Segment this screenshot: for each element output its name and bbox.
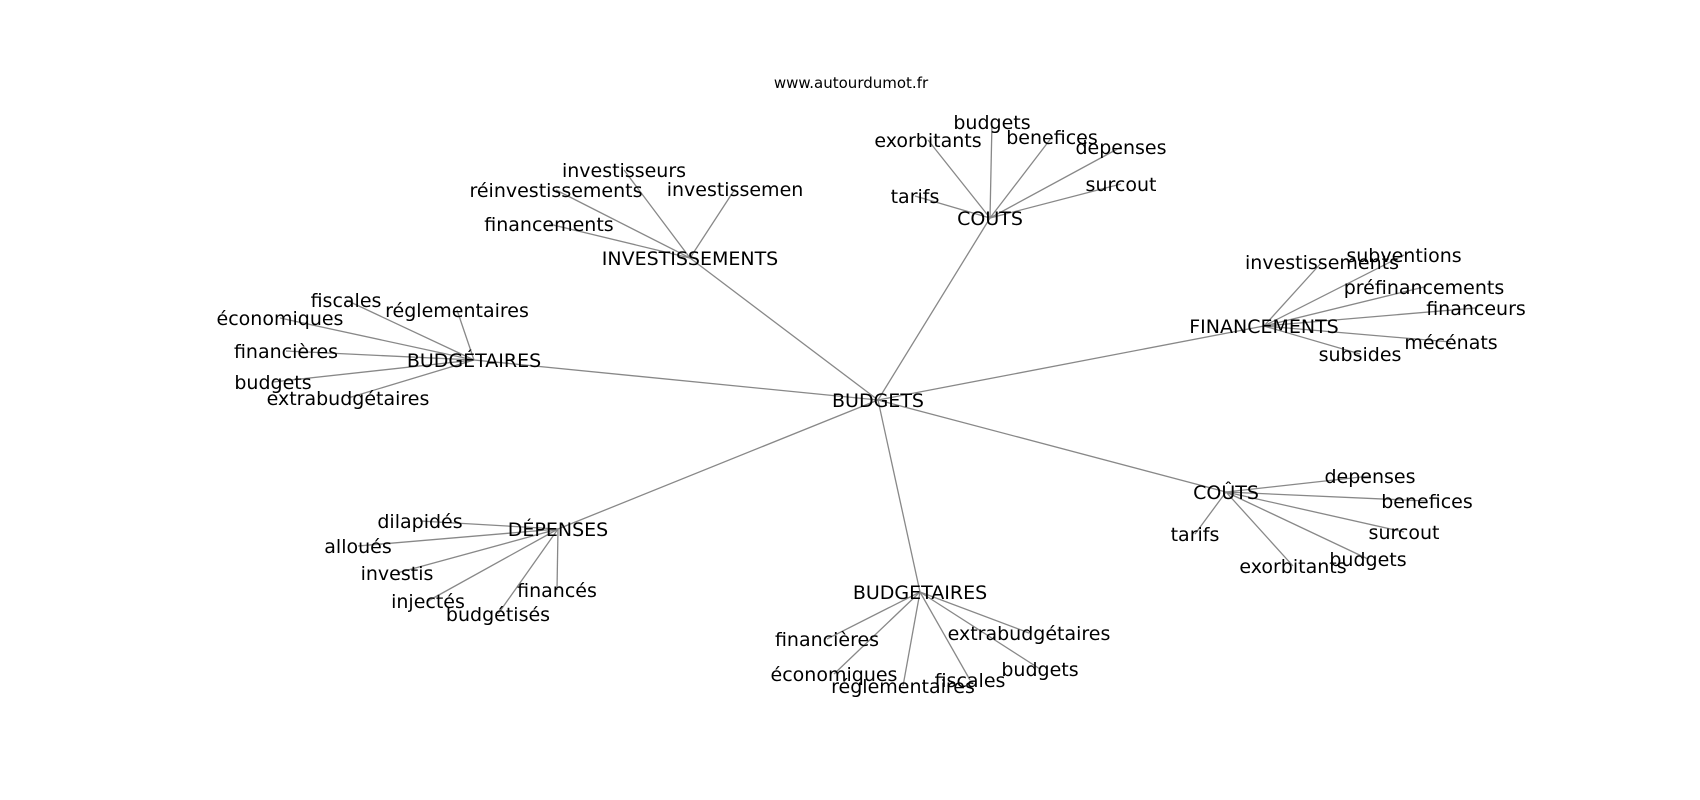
edge-budgetaires-accent-leaf-2 — [279, 317, 475, 361]
leaf-node: subventions — [1346, 245, 1461, 267]
edge-couts-accent-leaf-1 — [1225, 491, 1428, 502]
leaf-node: financières — [234, 341, 338, 363]
hub-node-depenses: DÉPENSES — [508, 518, 608, 541]
graph-labels: BUDGETSCOUTSexorbitantsbudgetsbeneficesd… — [217, 112, 1526, 698]
leaf-node: budgétisés — [446, 604, 550, 626]
edge-couts-leaf-4 — [989, 183, 1122, 219]
leaf-node: réinvestissements — [469, 180, 642, 202]
edge-depenses-leaf-1 — [357, 528, 559, 547]
leaf-node: financés — [517, 580, 597, 602]
leaf-node: budgets — [234, 372, 311, 394]
edge-budgetaires-leaf-1 — [919, 591, 1030, 634]
edge-financements-leaf-0 — [1263, 261, 1323, 327]
edge-budgetaires-leaf-5 — [919, 591, 971, 681]
edge-couts-leaf-3 — [989, 146, 1122, 219]
leaf-node: tarifs — [891, 186, 940, 208]
leaf-node: financières — [775, 629, 879, 651]
leaf-node: dilapidés — [377, 511, 462, 533]
edge-budgetaires-accent-leaf-5 — [347, 359, 475, 399]
edge-root-couts — [877, 217, 991, 401]
leaf-node: benefices — [1381, 491, 1472, 513]
leaf-node: financements — [484, 214, 613, 236]
edge-depenses-leaf-2 — [396, 528, 559, 574]
leaf-node: budgets — [1329, 549, 1406, 571]
leaf-node: financeurs — [1426, 298, 1526, 320]
hub-node-couts: COUTS — [957, 208, 1023, 230]
edge-investissements-leaf-1 — [555, 189, 691, 259]
leaf-node: depenses — [1324, 466, 1415, 488]
edge-root-couts-accent — [877, 399, 1227, 493]
edge-budgetaires-accent-leaf-0 — [345, 299, 475, 361]
edge-investissements-leaf-3 — [548, 223, 691, 259]
edge-couts-accent-leaf-3 — [1225, 491, 1369, 560]
leaf-node: préfinancements — [1344, 277, 1505, 299]
edge-depenses-leaf-0 — [419, 520, 559, 530]
edge-couts-accent-leaf-0 — [1225, 475, 1371, 493]
leaf-node: extrabudgétaires — [948, 623, 1111, 645]
leaf-node: investis — [361, 563, 434, 585]
root-node: BUDGETS — [832, 390, 924, 412]
edge-budgetaires-accent-leaf-4 — [272, 359, 475, 383]
leaf-node: subsides — [1319, 344, 1402, 366]
edge-financements-leaf-4 — [1263, 325, 1452, 343]
edge-couts-accent-leaf-2 — [1225, 491, 1405, 533]
edge-depenses-leaf-4 — [497, 528, 559, 615]
edge-root-depenses — [557, 399, 879, 530]
site-watermark: www.autourdumot.fr — [774, 74, 929, 92]
edge-budgetaires-leaf-2 — [833, 591, 921, 675]
leaf-node: investissemen — [667, 179, 804, 201]
hub-node-financements: FINANCEMENTS — [1189, 316, 1339, 338]
leaf-node: réglementaires — [831, 676, 975, 698]
leaf-node: investissements — [1245, 252, 1399, 274]
leaf-node: économiques — [217, 308, 344, 330]
leaf-node: benefices — [1006, 127, 1097, 149]
hub-node-budgetaires: BUDGETAIRES — [853, 582, 987, 604]
edge-depenses-leaf-5 — [556, 528, 559, 591]
edge-couts-leaf-5 — [914, 195, 991, 219]
edge-couts-leaf-2 — [989, 136, 1053, 219]
edge-couts-leaf-1 — [989, 121, 993, 219]
edge-root-budgetaires-accent — [473, 359, 879, 401]
leaf-node: budgets — [953, 112, 1030, 134]
leaf-node: fiscales — [311, 290, 382, 312]
edge-depenses-leaf-3 — [427, 528, 559, 602]
leaf-node: alloués — [324, 536, 391, 558]
edge-couts-leaf-0 — [927, 139, 991, 219]
leaf-node: investisseurs — [562, 160, 686, 182]
edge-couts-accent-leaf-4 — [1225, 491, 1294, 567]
edge-investissements-leaf-0 — [623, 169, 691, 259]
edge-financements-leaf-2 — [1263, 286, 1425, 327]
leaf-node: exorbitants — [1239, 556, 1346, 578]
edge-couts-accent-leaf-5 — [1194, 491, 1227, 535]
leaf-node: mécénats — [1404, 332, 1497, 354]
hub-node-investissements: INVESTISSEMENTS — [602, 248, 779, 270]
leaf-node: tarifs — [1171, 524, 1220, 546]
edge-financements-leaf-1 — [1263, 254, 1405, 327]
edge-investissements-leaf-2 — [689, 188, 736, 259]
leaf-node: fiscales — [935, 670, 1006, 692]
leaf-node: économiques — [771, 664, 898, 686]
edge-budgetaires-leaf-3 — [919, 591, 1041, 670]
edge-financements-leaf-3 — [1263, 307, 1477, 327]
leaf-node: réglementaires — [385, 300, 529, 322]
edge-budgetaires-accent-leaf-3 — [285, 350, 475, 361]
hub-node-couts-accent: COÛTS — [1193, 480, 1259, 504]
leaf-node: surcout — [1369, 522, 1440, 544]
edge-financements-leaf-5 — [1263, 325, 1361, 355]
edge-root-budgetaires — [877, 399, 921, 593]
graph-edges — [272, 121, 1477, 687]
hub-node-budgetaires-accent: BUDGÉTAIRES — [407, 349, 541, 372]
leaf-node: exorbitants — [874, 130, 981, 152]
edge-root-financements — [877, 325, 1265, 401]
leaf-node: extrabudgétaires — [267, 388, 430, 410]
leaf-node: surcout — [1086, 174, 1157, 196]
edge-budgetaires-accent-leaf-1 — [456, 309, 475, 361]
edge-budgetaires-leaf-4 — [902, 591, 921, 687]
edge-budgetaires-leaf-0 — [826, 591, 921, 640]
leaf-node: injectés — [391, 591, 465, 613]
leaf-node: depenses — [1075, 137, 1166, 159]
leaf-node: budgets — [1001, 659, 1078, 681]
edge-root-investissements — [689, 257, 879, 401]
